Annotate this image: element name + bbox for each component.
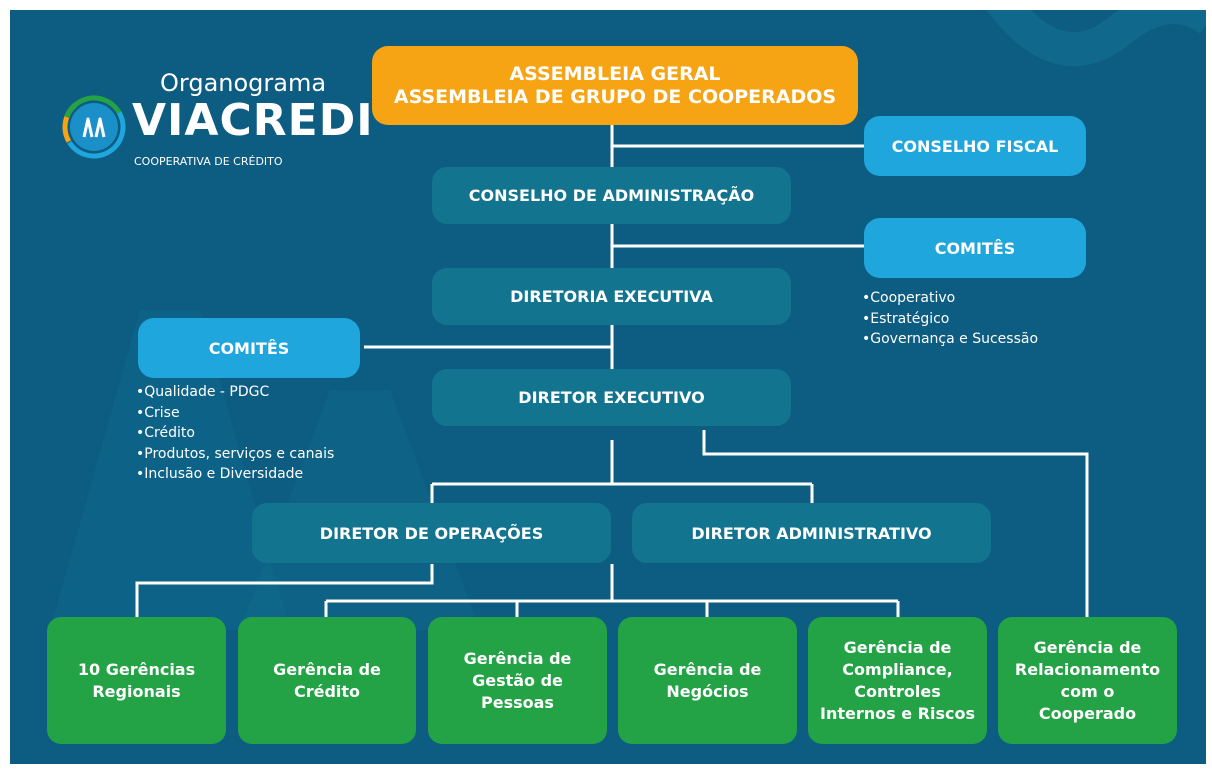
list-item: Estratégico [862,309,1038,330]
diretor-executivo-label: DIRETOR EXECUTIVO [518,388,705,407]
assembleia-line2: ASSEMBLEIA DE GRUPO DE COOPERADOS [393,85,837,108]
conselho-administracao-box: CONSELHO DE ADMINISTRAÇÃO [432,167,791,224]
list-item: Governança e Sucessão [862,329,1038,350]
assembleia-geral-box: ASSEMBLEIA GERAL ASSEMBLEIA DE GRUPO DE … [372,46,858,125]
org-chart: Organograma VIACREDI COOPERATIVA DE CRÉD… [10,10,1206,764]
gerencia-box: Gerência de Negócios [618,617,797,744]
list-item: Produtos, serviços e canais [136,444,334,465]
diretoria-executiva-label: DIRETORIA EXECUTIVA [510,287,713,306]
gerencia-label: Gerência de Negócios [653,659,762,701]
viacredi-emblem-icon [62,95,126,159]
gerencia-box: Gerência de Relacionamento com o Coopera… [998,617,1177,744]
conselho-administracao-label: CONSELHO DE ADMINISTRAÇÃO [468,186,755,205]
diretor-operacoes-box: DIRETOR DE OPERAÇÕES [252,503,611,563]
conselho-fiscal-label: CONSELHO FISCAL [891,136,1059,156]
list-item: Cooperativo [862,288,1038,309]
gerencia-label: Gerência de Gestão de Pessoas [463,648,572,712]
gerencia-label: Gerência de Compliance, Controles Intern… [820,637,975,723]
list-item: Inclusão e Diversidade [136,464,334,485]
list-item: Crédito [136,423,334,444]
diretor-administrativo-label: DIRETOR ADMINISTRATIVO [691,523,932,543]
gerencia-box: Gerência de Compliance, Controles Intern… [808,617,987,744]
gerencia-box: Gerência de Crédito [238,617,416,744]
gerencia-box: Gerência de Gestão de Pessoas [428,617,607,744]
diretor-administrativo-box: DIRETOR ADMINISTRATIVO [632,503,991,563]
comites-right-list: Cooperativo Estratégico Governança e Suc… [862,288,1038,350]
comites-right-label: COMITÊS [934,238,1016,258]
logo-name: VIACREDI [132,95,374,146]
logo-title: Organograma [160,69,327,97]
list-item: Crise [136,403,334,424]
logo-subtitle: COOPERATIVA DE CRÉDITO [134,155,283,168]
diretor-executivo-box: DIRETOR EXECUTIVO [432,369,791,426]
viacredi-logo: Organograma VIACREDI COOPERATIVA DE CRÉD… [60,65,373,175]
gerencia-label: Gerência de Crédito [273,659,381,701]
diretor-operacoes-label: DIRETOR DE OPERAÇÕES [319,523,544,543]
gerencia-label: 10 Gerências Regionais [77,659,196,701]
comites-left-label: COMITÊS [208,338,290,358]
conselho-fiscal-box: CONSELHO FISCAL [864,116,1086,176]
gerencia-box: 10 Gerências Regionais [47,617,226,744]
assembleia-line1: ASSEMBLEIA GERAL [509,62,721,85]
comites-left-list: Qualidade - PDGC Crise Crédito Produtos,… [136,382,334,485]
diretoria-executiva-box: DIRETORIA EXECUTIVA [432,268,791,325]
list-item: Qualidade - PDGC [136,382,334,403]
comites-left-box: COMITÊS [138,318,360,378]
comites-right-box: COMITÊS [864,218,1086,278]
gerencia-label: Gerência de Relacionamento com o Coopera… [1014,637,1161,723]
